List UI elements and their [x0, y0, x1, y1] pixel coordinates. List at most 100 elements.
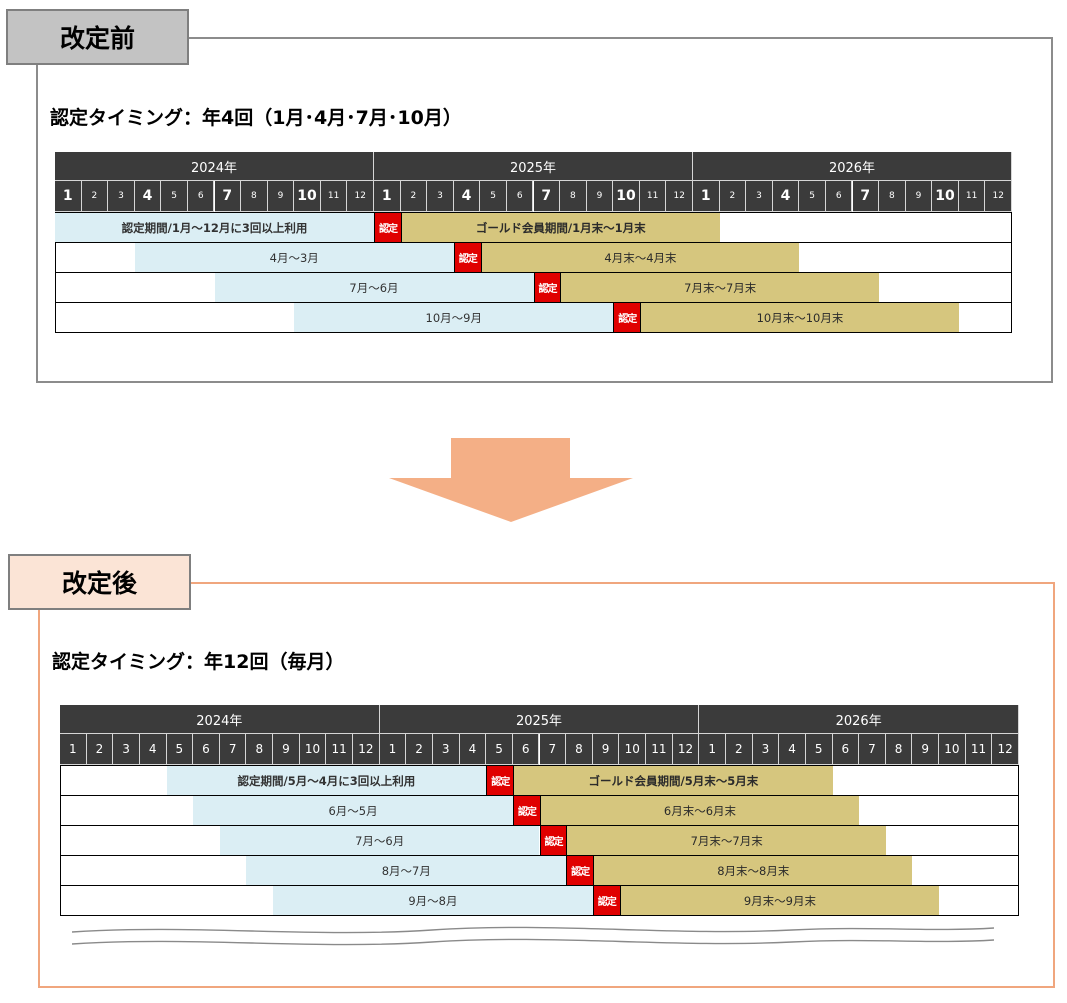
- month-header-cell: 8: [246, 734, 274, 765]
- month-header-cell: 12: [992, 734, 1019, 765]
- qualification-period-bar: 6月～5月: [193, 795, 513, 826]
- month-header-cell: 10: [613, 181, 640, 212]
- month-header-cell: 7: [533, 181, 561, 212]
- qualification-period-bar: 7月～6月: [219, 825, 540, 856]
- month-header-cell: 11: [639, 181, 667, 212]
- month-header-cell: 11: [326, 734, 353, 765]
- qualification-period-bar: 8月～7月: [246, 855, 567, 886]
- month-header-cell: 10: [932, 181, 959, 212]
- month-header-cell: 2: [400, 181, 428, 212]
- certification-marker: 認定: [613, 302, 642, 333]
- continuation-wave-icon: [72, 926, 994, 946]
- month-header-cell: 2: [86, 734, 114, 765]
- month-header-cell: 8: [560, 181, 587, 212]
- qualification-period-bar: 9月～8月: [273, 885, 593, 916]
- month-header-cell: 6: [512, 734, 540, 765]
- month-header-cell: 5: [799, 181, 826, 212]
- before-tag: 改定前: [6, 9, 189, 65]
- month-header-cell: 10: [619, 734, 647, 765]
- gold-member-period-bar: 6月末～6月末: [540, 795, 860, 826]
- gold-member-period-bar: 4月末～4月末: [481, 242, 800, 273]
- month-header-cell: 9: [586, 181, 614, 212]
- month-header-cell: 1: [55, 181, 82, 212]
- month-header-cell: 4: [139, 734, 167, 765]
- certification-marker: 認定: [453, 242, 482, 273]
- qualification-period-bar: 認定期間/1月～12月に3回以上利用: [55, 212, 374, 243]
- month-header-cell: 2: [406, 734, 433, 765]
- month-header-cell: 4: [779, 734, 806, 765]
- qualification-period-bar: 10月～9月: [294, 302, 614, 333]
- gold-member-period-bar: 7月末～7月末: [561, 272, 880, 303]
- year-header-cell: 2026年: [693, 152, 1012, 181]
- month-header-cell: 12: [353, 734, 380, 765]
- month-header-cell: 6: [193, 734, 220, 765]
- month-header-cell: 8: [885, 734, 913, 765]
- year-header-cell: 2025年: [379, 705, 700, 734]
- month-header-cell: 7: [214, 181, 242, 212]
- month-header-cell: 4: [459, 734, 487, 765]
- month-header-cell: 7: [859, 734, 886, 765]
- month-header-cell: 1: [379, 734, 407, 765]
- month-header-cell: 2: [719, 181, 747, 212]
- certification-marker: 認定: [592, 885, 621, 916]
- month-header-cell: 1: [693, 181, 720, 212]
- gold-member-period-bar: ゴールド会員期間/1月末～1月末: [401, 212, 720, 243]
- month-header-cell: 6: [187, 181, 215, 212]
- month-header-cell: 10: [939, 734, 966, 765]
- month-header-cell: 5: [486, 734, 513, 765]
- year-header-cell: 2026年: [699, 705, 1019, 734]
- month-header-cell: 7: [539, 734, 567, 765]
- month-header-cell: 9: [592, 734, 620, 765]
- month-header-cell: 2: [81, 181, 109, 212]
- month-header-cell: 9: [912, 734, 940, 765]
- month-header-cell: 9: [273, 734, 300, 765]
- qualification-period-bar: 7月～6月: [214, 272, 534, 303]
- gold-member-period-bar: ゴールド会員期間/5月末～5月末: [514, 765, 833, 796]
- month-header-cell: 11: [958, 181, 986, 212]
- month-header-cell: 12: [985, 181, 1012, 212]
- certification-marker: 認定: [512, 795, 541, 826]
- month-header-cell: 3: [108, 181, 135, 212]
- month-header-cell: 12: [347, 181, 374, 212]
- month-header-cell: 11: [646, 734, 673, 765]
- certification-marker: 認定: [566, 855, 595, 886]
- month-header-cell: 7: [852, 181, 880, 212]
- month-header-cell: 12: [672, 734, 700, 765]
- month-header-cell: 7: [219, 734, 247, 765]
- year-header-cell: 2025年: [374, 152, 693, 181]
- certification-marker: 認定: [486, 765, 515, 796]
- month-header-cell: 2: [725, 734, 753, 765]
- month-header-cell: 4: [453, 181, 481, 212]
- month-header-cell: 8: [879, 181, 906, 212]
- month-header-cell: 4: [772, 181, 800, 212]
- month-header-cell: 8: [241, 181, 268, 212]
- month-header-cell: 6: [825, 181, 853, 212]
- gold-member-period-bar: 8月末～8月末: [594, 855, 913, 886]
- month-header-cell: 5: [166, 734, 194, 765]
- month-header-cell: 1: [374, 181, 401, 212]
- month-header-cell: 11: [965, 734, 993, 765]
- gold-member-period-bar: 9月末～9月末: [620, 885, 940, 916]
- month-header-cell: 1: [60, 734, 87, 765]
- arrow-down-icon: [389, 438, 633, 522]
- month-header-cell: 1: [699, 734, 726, 765]
- month-header-cell: 4: [134, 181, 162, 212]
- certification-marker: 認定: [533, 272, 562, 303]
- month-header-cell: 8: [566, 734, 593, 765]
- certification-marker: 認定: [374, 212, 402, 243]
- month-header-cell: 5: [480, 181, 507, 212]
- year-header-cell: 2024年: [60, 705, 380, 734]
- month-header-cell: 6: [832, 734, 860, 765]
- after-heading: 認定タイミング：年12回（毎月）: [52, 651, 345, 673]
- qualification-period-bar: 4月～3月: [134, 242, 454, 273]
- month-header-cell: 5: [805, 734, 833, 765]
- month-header-cell: 5: [161, 181, 188, 212]
- month-header-cell: 10: [294, 181, 321, 212]
- certification-marker: 認定: [539, 825, 568, 856]
- after-tag: 改定後: [8, 554, 191, 610]
- month-header-cell: 9: [267, 181, 295, 212]
- month-header-cell: 10: [299, 734, 327, 765]
- month-header-cell: 6: [506, 181, 534, 212]
